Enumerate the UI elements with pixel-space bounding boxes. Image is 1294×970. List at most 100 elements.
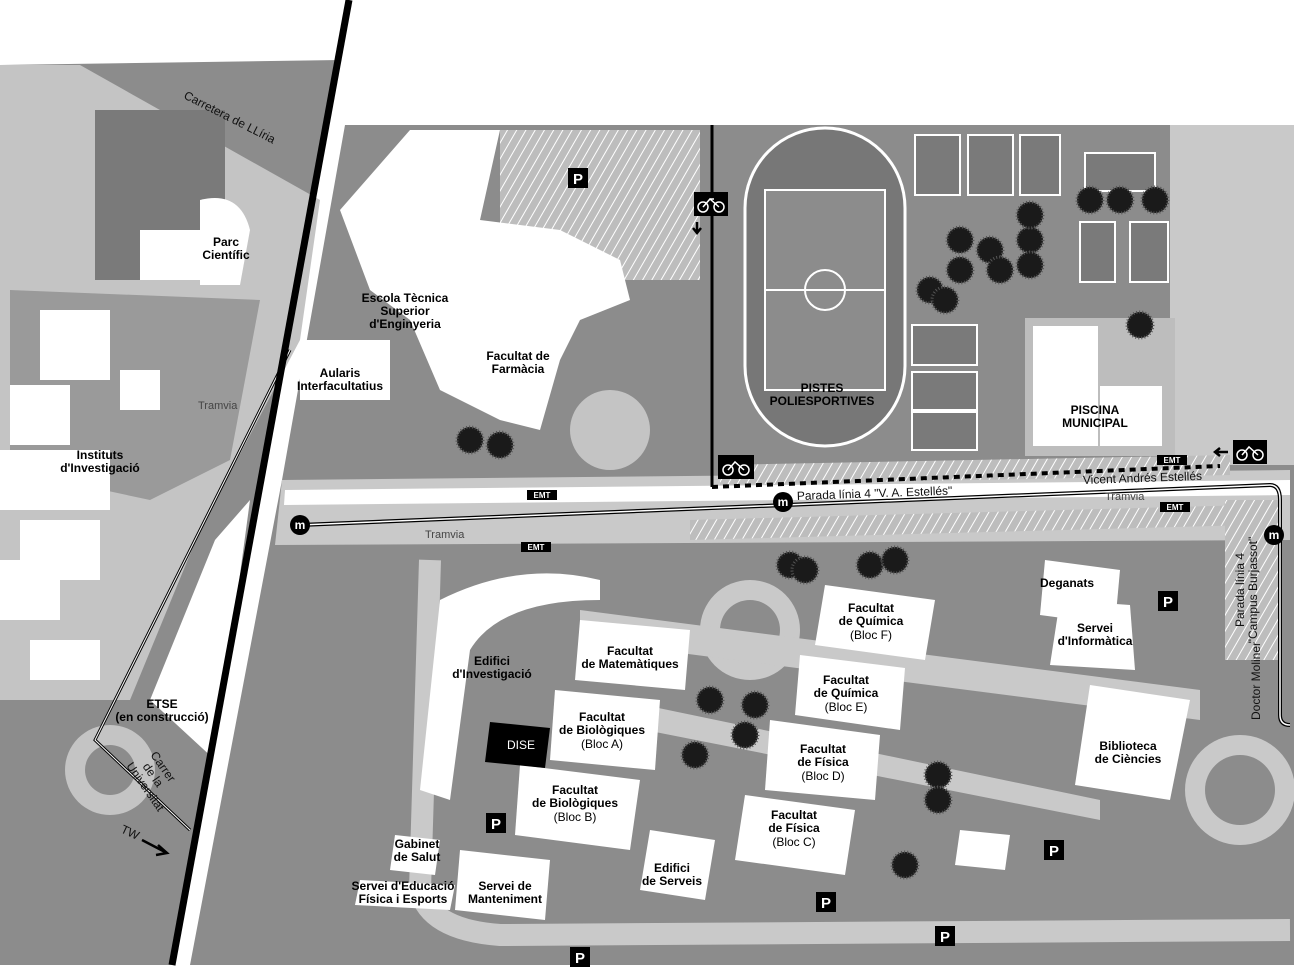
svg-text:(en construcció): (en construcció) bbox=[115, 710, 208, 724]
svg-text:Facultat: Facultat bbox=[800, 742, 846, 756]
svg-text:Edifici: Edifici bbox=[474, 654, 510, 668]
svg-text:(Bloc F): (Bloc F) bbox=[850, 628, 892, 642]
svg-text:Facultat: Facultat bbox=[552, 783, 598, 797]
svg-text:de Matemàtiques: de Matemàtiques bbox=[581, 657, 679, 671]
left-panel bbox=[0, 60, 340, 965]
svg-text:"Campus Burjassot": "Campus Burjassot" bbox=[1246, 537, 1260, 644]
svg-text:Parc: Parc bbox=[213, 235, 239, 249]
svg-text:d'Enginyeria: d'Enginyeria bbox=[369, 317, 441, 331]
svg-text:Manteniment: Manteniment bbox=[468, 892, 542, 906]
svg-text:m[interactable]: m bbox=[1269, 528, 1280, 542]
svg-text:Interfacultatius: Interfacultatius bbox=[297, 379, 383, 393]
svg-text:Vicent Andrés Estellés: Vicent Andrés Estellés bbox=[1083, 469, 1203, 487]
svg-text:de Salut: de Salut bbox=[394, 850, 441, 864]
svg-text:Doctor Moliner: Doctor Moliner bbox=[1249, 642, 1263, 720]
bicycle-icon[interactable] bbox=[694, 192, 1267, 479]
svg-text:(Bloc D): (Bloc D) bbox=[801, 769, 844, 783]
svg-text:P: P bbox=[821, 895, 831, 912]
svg-text:de Serveis: de Serveis bbox=[642, 874, 702, 888]
svg-text:Superior: Superior bbox=[380, 304, 430, 318]
svg-text:Deganats: Deganats bbox=[1040, 576, 1094, 590]
label-etse: ETSE(en construcció) bbox=[115, 697, 208, 724]
svg-text:d'Investigació: d'Investigació bbox=[60, 461, 140, 475]
svg-text:P: P bbox=[575, 950, 585, 967]
svg-text:Biblioteca: Biblioteca bbox=[1099, 739, 1157, 753]
svg-text:P: P bbox=[1049, 843, 1059, 860]
svg-text:Edifici: Edifici bbox=[654, 861, 690, 875]
svg-text:Gabinet: Gabinet bbox=[395, 837, 440, 851]
svg-text:Parada línia 4 "V. A. Estellés: Parada línia 4 "V. A. Estellés" bbox=[797, 484, 953, 503]
svg-text:P: P bbox=[1163, 594, 1173, 611]
svg-text:m[interactable]: m bbox=[778, 495, 789, 509]
svg-text:Tramvia: Tramvia bbox=[1105, 491, 1145, 503]
arrow-icon bbox=[141, 222, 1228, 857]
svg-text:(Bloc B): (Bloc B) bbox=[554, 810, 597, 824]
svg-text:de Ciències: de Ciències bbox=[1095, 752, 1162, 766]
svg-text:Instituts: Instituts bbox=[77, 448, 124, 462]
label-deganats: Deganats bbox=[1040, 576, 1094, 590]
svg-text:Facultat: Facultat bbox=[823, 673, 869, 687]
svg-text:Tramvia: Tramvia bbox=[425, 529, 465, 541]
svg-text:d'Investigació: d'Investigació bbox=[452, 667, 532, 681]
svg-text:EMT[interactable]: EMT bbox=[1167, 503, 1184, 512]
svg-text:(Bloc A): (Bloc A) bbox=[581, 737, 623, 751]
svg-text:ETSE: ETSE bbox=[146, 697, 177, 711]
svg-text:m[interactable]: m bbox=[295, 518, 306, 532]
svg-text:Facultat: Facultat bbox=[607, 644, 653, 658]
svg-text:Científic: Científic bbox=[202, 248, 250, 262]
svg-text:Servei d'Educació: Servei d'Educació bbox=[352, 879, 455, 893]
svg-text:Parada línia 4: Parada línia 4 bbox=[1233, 553, 1247, 627]
svg-text:de Química: de Química bbox=[839, 614, 904, 628]
svg-text:EMT[interactable]: EMT bbox=[528, 543, 545, 552]
svg-text:P: P bbox=[940, 929, 950, 946]
parking-labels: P P P P P P P bbox=[491, 171, 1173, 967]
label-dise: DISE bbox=[507, 738, 535, 752]
svg-text:de Física: de Física bbox=[768, 821, 820, 835]
svg-text:(Bloc E): (Bloc E) bbox=[825, 700, 868, 714]
svg-text:Facultat: Facultat bbox=[848, 601, 894, 615]
svg-text:Facultat: Facultat bbox=[771, 808, 817, 822]
svg-text:de Química: de Química bbox=[814, 686, 879, 700]
svg-text:Física i Esports: Física i Esports bbox=[359, 892, 448, 906]
map-divider bbox=[168, 0, 353, 966]
svg-text:Servei de: Servei de bbox=[478, 879, 532, 893]
metro-stop-icon[interactable]: m m m bbox=[290, 492, 1284, 545]
svg-text:de Biològiques: de Biològiques bbox=[559, 723, 645, 737]
svg-text:(Bloc C): (Bloc C) bbox=[772, 835, 815, 849]
svg-text:Aularis: Aularis bbox=[320, 366, 361, 380]
svg-text:POLIESPORTIVES: POLIESPORTIVES bbox=[770, 394, 875, 408]
svg-text:P: P bbox=[491, 816, 501, 833]
main-campus bbox=[190, 125, 1294, 965]
svg-text:d'Informàtica: d'Informàtica bbox=[1058, 634, 1133, 648]
svg-text:EMT[interactable]: EMT bbox=[534, 491, 551, 500]
svg-text:Tramvia: Tramvia bbox=[198, 400, 238, 412]
svg-text:Facultat: Facultat bbox=[579, 710, 625, 724]
svg-text:Escola Tècnica: Escola Tècnica bbox=[362, 291, 449, 305]
svg-text:EMT[interactable]: EMT bbox=[1164, 456, 1181, 465]
bus-stop-icon[interactable]: EMT EMT EMT EMT bbox=[521, 455, 1190, 552]
svg-text:P: P bbox=[573, 171, 583, 188]
svg-text:Facultat de: Facultat de bbox=[486, 349, 550, 363]
svg-text:MUNICIPAL: MUNICIPAL bbox=[1062, 416, 1128, 430]
